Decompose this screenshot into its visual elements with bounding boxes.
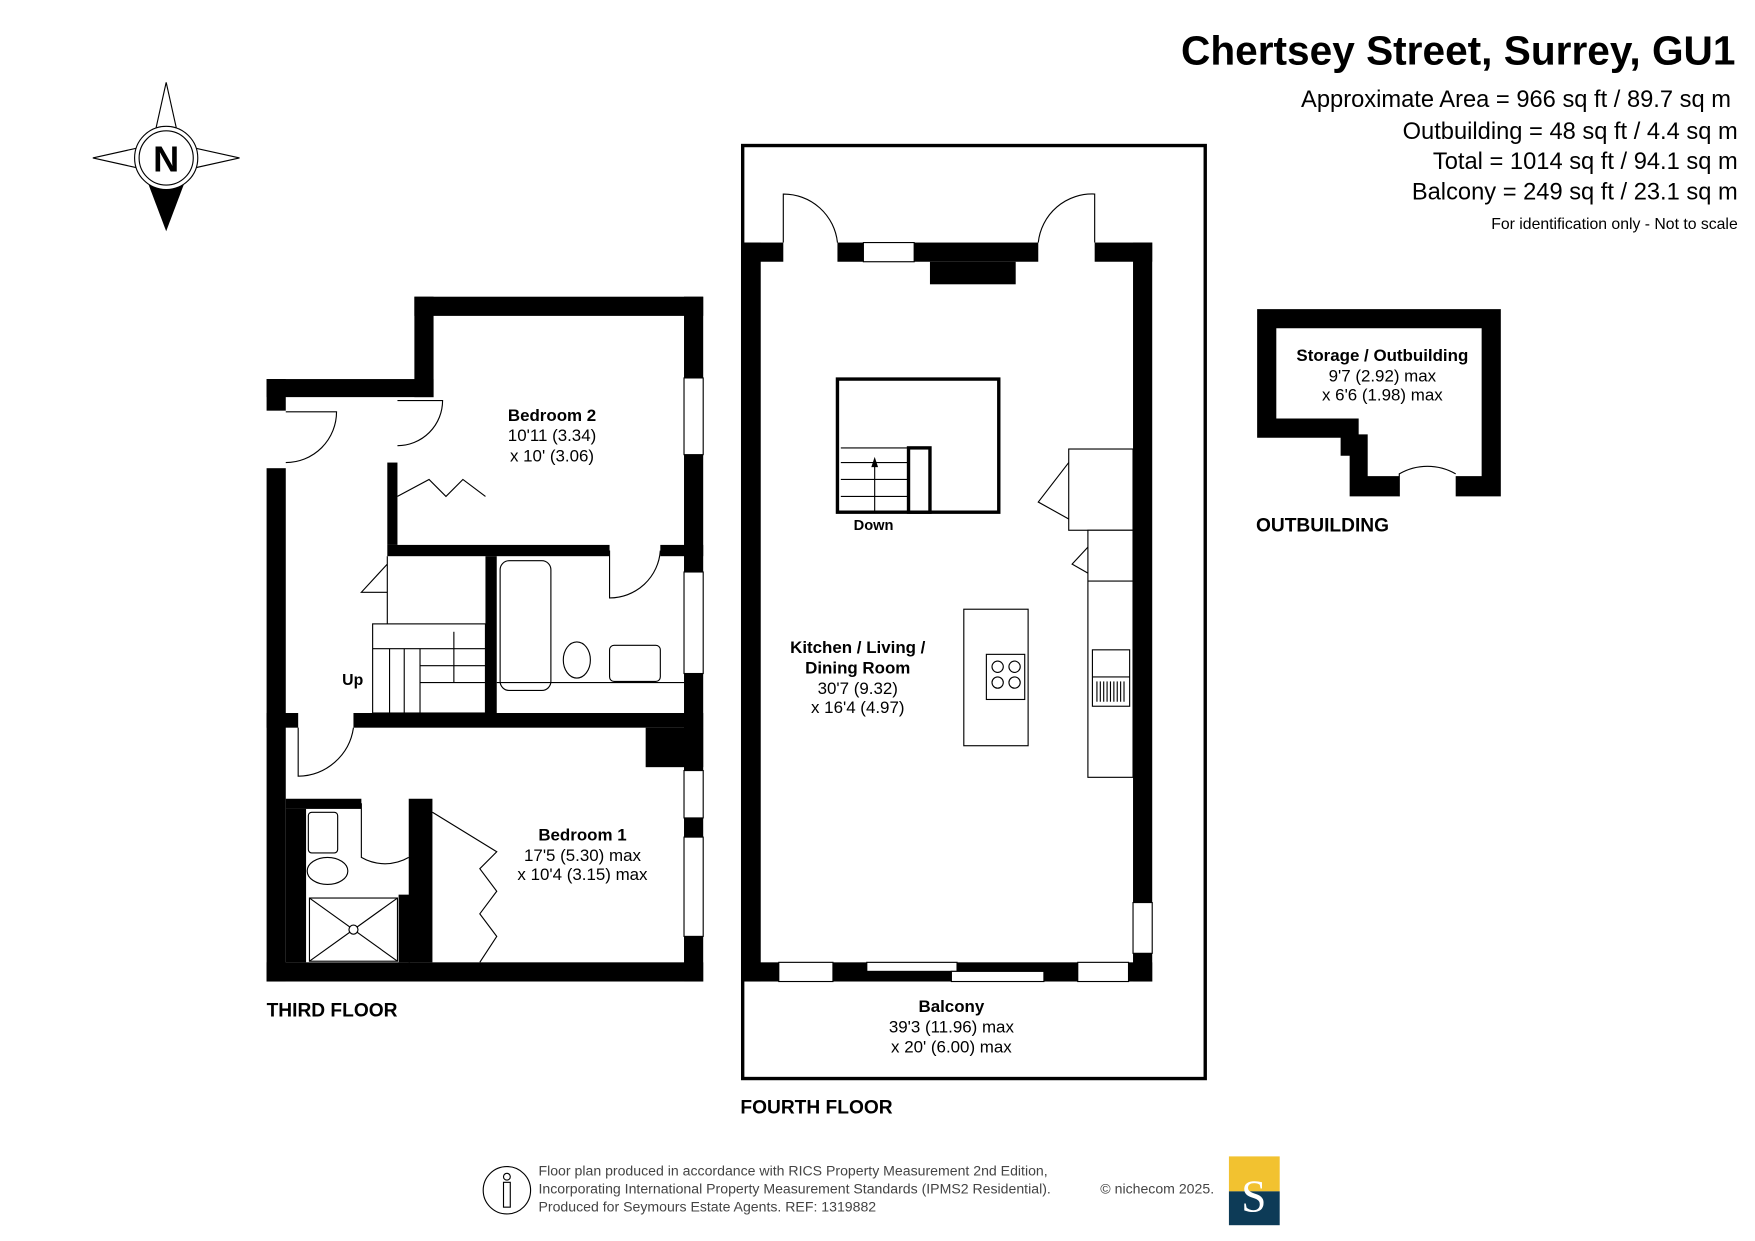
bedroom-2-label: Bedroom 2: [508, 406, 596, 425]
hob-icon: [985, 653, 1026, 701]
outbuilding-area: Outbuilding = 48 sq ft / 4.4 sq m: [1403, 119, 1738, 145]
bedroom-1-dim2: x 10'4 (3.15) max: [517, 865, 648, 884]
ensuite-basin: [307, 811, 339, 854]
storage-label: Storage / Outbuilding: [1296, 346, 1468, 365]
basin: [608, 644, 661, 682]
outbuilding-plan: Storage / Outbuilding 9'7 (2.92) max x 6…: [1256, 309, 1501, 536]
disclaimer: For identification only - Not to scale: [1491, 216, 1738, 233]
balcony-dim1: 39'3 (11.96) max: [889, 1017, 1015, 1036]
bedroom-1-dim1: 17'5 (5.30) max: [524, 846, 641, 865]
outbuilding-label: OUTBUILDING: [1256, 515, 1389, 536]
compass-icon: N: [92, 82, 240, 232]
up-label: Up: [342, 672, 363, 689]
third-floor-plan: Up Bedroom 2 10'11 (3.34) x 10' (3.06) B…: [266, 296, 704, 1021]
kitchen-label-line2: Dining Room: [805, 659, 910, 678]
footer-line-1: Floor plan produced in accordance with R…: [538, 1163, 1047, 1179]
total-area: Total = 1014 sq ft / 94.1 sq m: [1433, 149, 1738, 175]
kitchen-dim1: 30'7 (9.32): [818, 679, 898, 698]
fourth-floor-label: FOURTH FLOOR: [740, 1098, 892, 1119]
kitchen-dim2: x 16'4 (4.97): [811, 698, 904, 717]
copyright: © nichecom 2025.: [1100, 1181, 1214, 1197]
bedroom-2-dim1: 10'11 (3.34): [508, 426, 596, 445]
bedroom-1-label: Bedroom 1: [538, 825, 626, 844]
approximate-area: Approximate Area = 966 sq ft / 89.7 sq m: [1301, 87, 1731, 113]
ensuite-toilet: [306, 856, 349, 886]
kitchen-label-line1: Kitchen / Living /: [790, 638, 926, 657]
page-title: Chertsey Street, Surrey, GU1: [1181, 27, 1735, 73]
storage-dim2: x 6'6 (1.98) max: [1322, 386, 1443, 405]
storage-dim1: 9'7 (2.92) max: [1329, 366, 1437, 385]
balcony-area: Balcony = 249 sq ft / 23.1 sq m: [1412, 180, 1738, 206]
footer-line-2: Incorporating International Property Mea…: [538, 1181, 1050, 1197]
seymours-logo: S: [1228, 1156, 1280, 1226]
balcony-dim2: x 20' (6.00) max: [891, 1038, 1012, 1057]
logo-letter: S: [1241, 1172, 1266, 1222]
down-label: Down: [854, 518, 894, 534]
toilet: [562, 641, 591, 679]
footer: Floor plan produced in accordance with R…: [482, 1156, 1280, 1226]
compass-north-label: N: [153, 138, 179, 179]
bedroom-2-dim2: x 10' (3.06): [510, 446, 594, 465]
footer-line-3: Produced for Seymours Estate Agents. REF…: [538, 1199, 876, 1215]
third-floor-label: THIRD FLOOR: [267, 1000, 398, 1021]
stairs: [360, 556, 487, 714]
person-scale-icon: [482, 1165, 532, 1215]
fourth-floor-plan: Down Kitchen / Living / Dining Room 30'7…: [740, 143, 1207, 1119]
balcony-label: Balcony: [919, 997, 985, 1016]
bathtub: [499, 560, 552, 692]
